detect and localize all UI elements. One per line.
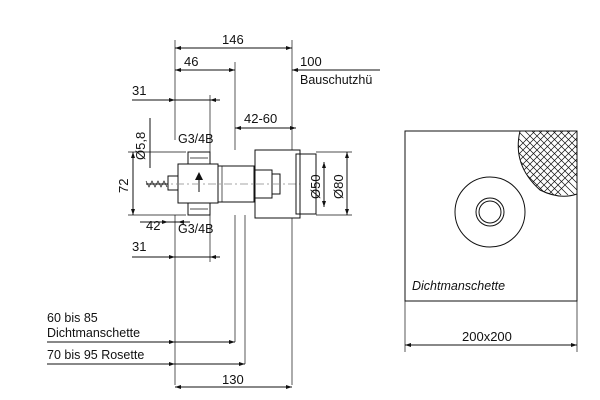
dim-rosette-range: 70 bis 95 Rosette bbox=[47, 348, 245, 366]
dim-overall-width: 146 bbox=[174, 32, 293, 150]
depth-range-label: 42-60 bbox=[244, 111, 277, 126]
mounting-screw bbox=[145, 180, 168, 188]
dim-depth-range: 42-60 bbox=[235, 111, 296, 130]
seal-range-label: Dichtmanschette bbox=[47, 326, 140, 340]
detail-label: Dichtmanschette bbox=[412, 279, 505, 293]
offset-42-label: 42 bbox=[146, 218, 160, 233]
dim-protection: 100 Bauschutzhü bbox=[292, 54, 380, 87]
dia-inner-label: Ø50 bbox=[308, 174, 323, 199]
dim-top-offset: 31 bbox=[132, 83, 220, 102]
valve-body bbox=[160, 151, 300, 216]
detail-size-label: 200x200 bbox=[462, 329, 512, 344]
dim-detail-size: 200x200 bbox=[404, 301, 578, 352]
woven-texture-icon bbox=[518, 131, 577, 196]
overall-width-label: 146 bbox=[222, 32, 244, 47]
dim-diameters: Ø50 Ø80 bbox=[308, 151, 352, 216]
rosette-plate bbox=[254, 149, 317, 219]
dim-bottom-offset: 31 bbox=[132, 239, 220, 259]
hole-dia-label: Ø5,8 bbox=[133, 132, 148, 160]
thread-top-label: G3/4B bbox=[178, 132, 213, 146]
body-width-label: 46 bbox=[184, 54, 198, 69]
top-offset-label: 31 bbox=[132, 83, 146, 98]
dia-outer-label: Ø80 bbox=[331, 174, 346, 199]
dim-seal-range: 60 bis 85 Dichtmanschette bbox=[47, 311, 235, 344]
bottom-length-label: 130 bbox=[222, 372, 244, 387]
dim-body-width: 46 bbox=[175, 54, 236, 150]
dim-offset-42: 42 bbox=[140, 218, 190, 233]
protection-label: Bauschutzhü bbox=[300, 73, 372, 87]
dim-bottom-length: 130 bbox=[175, 372, 292, 389]
thread-bottom-label: G3/4B bbox=[178, 222, 213, 236]
seal-range-value: 60 bis 85 bbox=[47, 311, 98, 325]
dim-hole-dia: Ø5,8 bbox=[133, 118, 151, 168]
rosette-range-label: 70 bis 95 Rosette bbox=[47, 348, 144, 362]
bottom-offset-label: 31 bbox=[132, 239, 146, 254]
protection-depth-label: 100 bbox=[300, 54, 322, 69]
dim-height: 72 bbox=[116, 151, 186, 216]
height-label: 72 bbox=[116, 179, 131, 193]
seal-sleeve-detail: Dichtmanschette bbox=[404, 130, 578, 302]
